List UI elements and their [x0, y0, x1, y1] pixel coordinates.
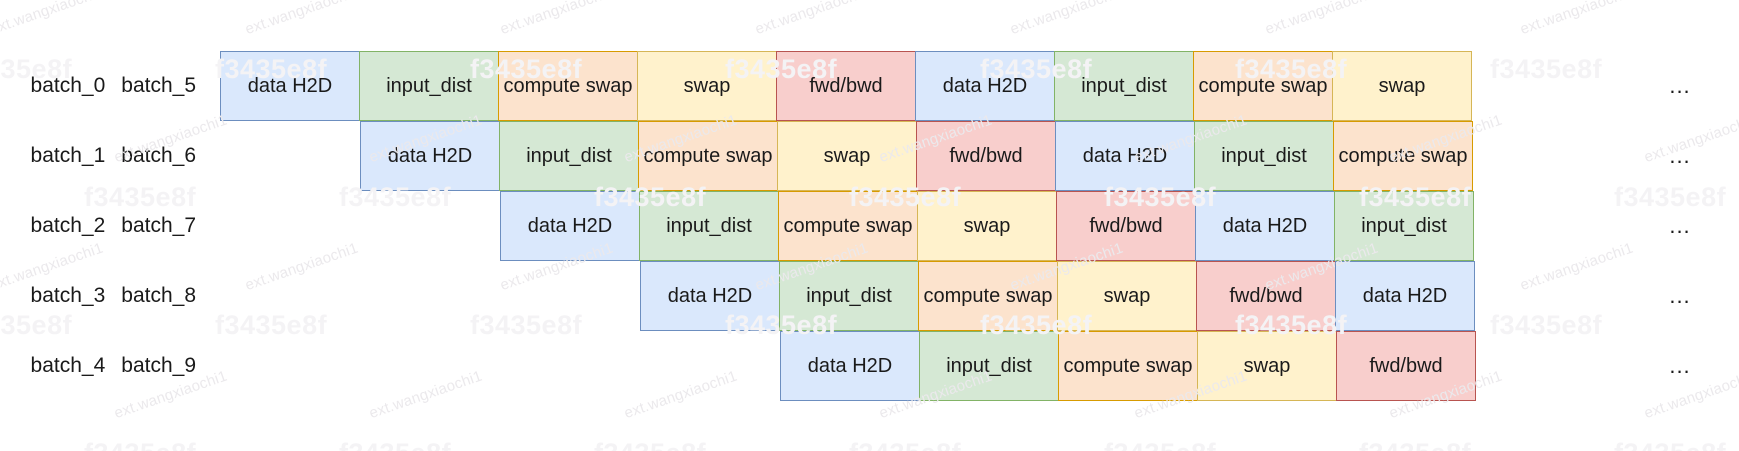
- pipeline-cell[interactable]: input_dist: [359, 51, 499, 121]
- pipeline-cell[interactable]: fwd/bwd: [1336, 331, 1476, 401]
- pipeline-cell[interactable]: compute swap: [498, 51, 638, 121]
- pipeline-cell[interactable]: input_dist: [919, 331, 1059, 401]
- pipeline-cell[interactable]: data H2D: [360, 121, 500, 191]
- pipeline-cell[interactable]: swap: [917, 191, 1057, 261]
- pipeline-cell[interactable]: input_dist: [1334, 191, 1474, 261]
- row-ellipsis-3: ...: [1669, 283, 1691, 308]
- pipeline-cell[interactable]: input_dist: [639, 191, 779, 261]
- row-label-2: batch_2 batch_7: [0, 191, 196, 261]
- pipeline-cell[interactable]: swap: [777, 121, 917, 191]
- pipeline-cell[interactable]: data H2D: [500, 191, 640, 261]
- row-label-primary: batch_0: [30, 74, 106, 97]
- pipeline-cell[interactable]: compute swap: [918, 261, 1058, 331]
- row-label-secondary: batch_9: [121, 354, 196, 377]
- pipeline-cell[interactable]: compute swap: [1333, 121, 1473, 191]
- pipeline-cell[interactable]: fwd/bwd: [1196, 261, 1336, 331]
- row-label-secondary: batch_7: [121, 214, 196, 237]
- pipeline-cell[interactable]: data H2D: [1055, 121, 1195, 191]
- pipeline-cell[interactable]: swap: [1057, 261, 1197, 331]
- row-label-secondary: batch_5: [121, 74, 196, 97]
- row-ellipsis-2: ...: [1669, 213, 1691, 238]
- row-label-primary: batch_1: [30, 144, 106, 167]
- pipeline-cell[interactable]: input_dist: [1194, 121, 1334, 191]
- row-label-1: batch_1 batch_6: [0, 121, 196, 191]
- pipeline-cell[interactable]: compute swap: [1193, 51, 1333, 121]
- row-label-secondary: batch_6: [121, 144, 196, 167]
- pipeline-cell[interactable]: input_dist: [499, 121, 639, 191]
- pipeline-cell[interactable]: compute swap: [778, 191, 918, 261]
- row-label-3: batch_3 batch_8: [0, 261, 196, 331]
- pipeline-cell[interactable]: compute swap: [1058, 331, 1198, 401]
- pipeline-cell[interactable]: fwd/bwd: [1056, 191, 1196, 261]
- row-label-0: batch_0 batch_5: [0, 51, 196, 121]
- pipeline-cell[interactable]: data H2D: [220, 51, 360, 121]
- pipeline-cell[interactable]: swap: [637, 51, 777, 121]
- row-label-primary: batch_4: [30, 354, 106, 377]
- row-label-secondary: batch_8: [121, 284, 196, 307]
- pipeline-cell[interactable]: swap: [1332, 51, 1472, 121]
- pipeline-cell[interactable]: compute swap: [638, 121, 778, 191]
- row-ellipsis-1: ...: [1669, 143, 1691, 168]
- pipeline-cell[interactable]: input_dist: [779, 261, 919, 331]
- pipeline-cell[interactable]: data H2D: [780, 331, 920, 401]
- pipeline-cell[interactable]: fwd/bwd: [776, 51, 916, 121]
- pipeline-cell[interactable]: swap: [1197, 331, 1337, 401]
- pipeline-cell[interactable]: data H2D: [640, 261, 780, 331]
- row-label-primary: batch_2: [30, 214, 106, 237]
- pipeline-cell[interactable]: data H2D: [915, 51, 1055, 121]
- pipeline-cell[interactable]: data H2D: [1195, 191, 1335, 261]
- row-label-4: batch_4 batch_9: [0, 331, 196, 401]
- row-label-primary: batch_3: [30, 284, 106, 307]
- row-ellipsis-4: ...: [1669, 353, 1691, 378]
- pipeline-cell[interactable]: fwd/bwd: [916, 121, 1056, 191]
- pipeline-cell[interactable]: input_dist: [1054, 51, 1194, 121]
- row-ellipsis-0: ...: [1669, 73, 1691, 98]
- pipeline-cell[interactable]: data H2D: [1335, 261, 1475, 331]
